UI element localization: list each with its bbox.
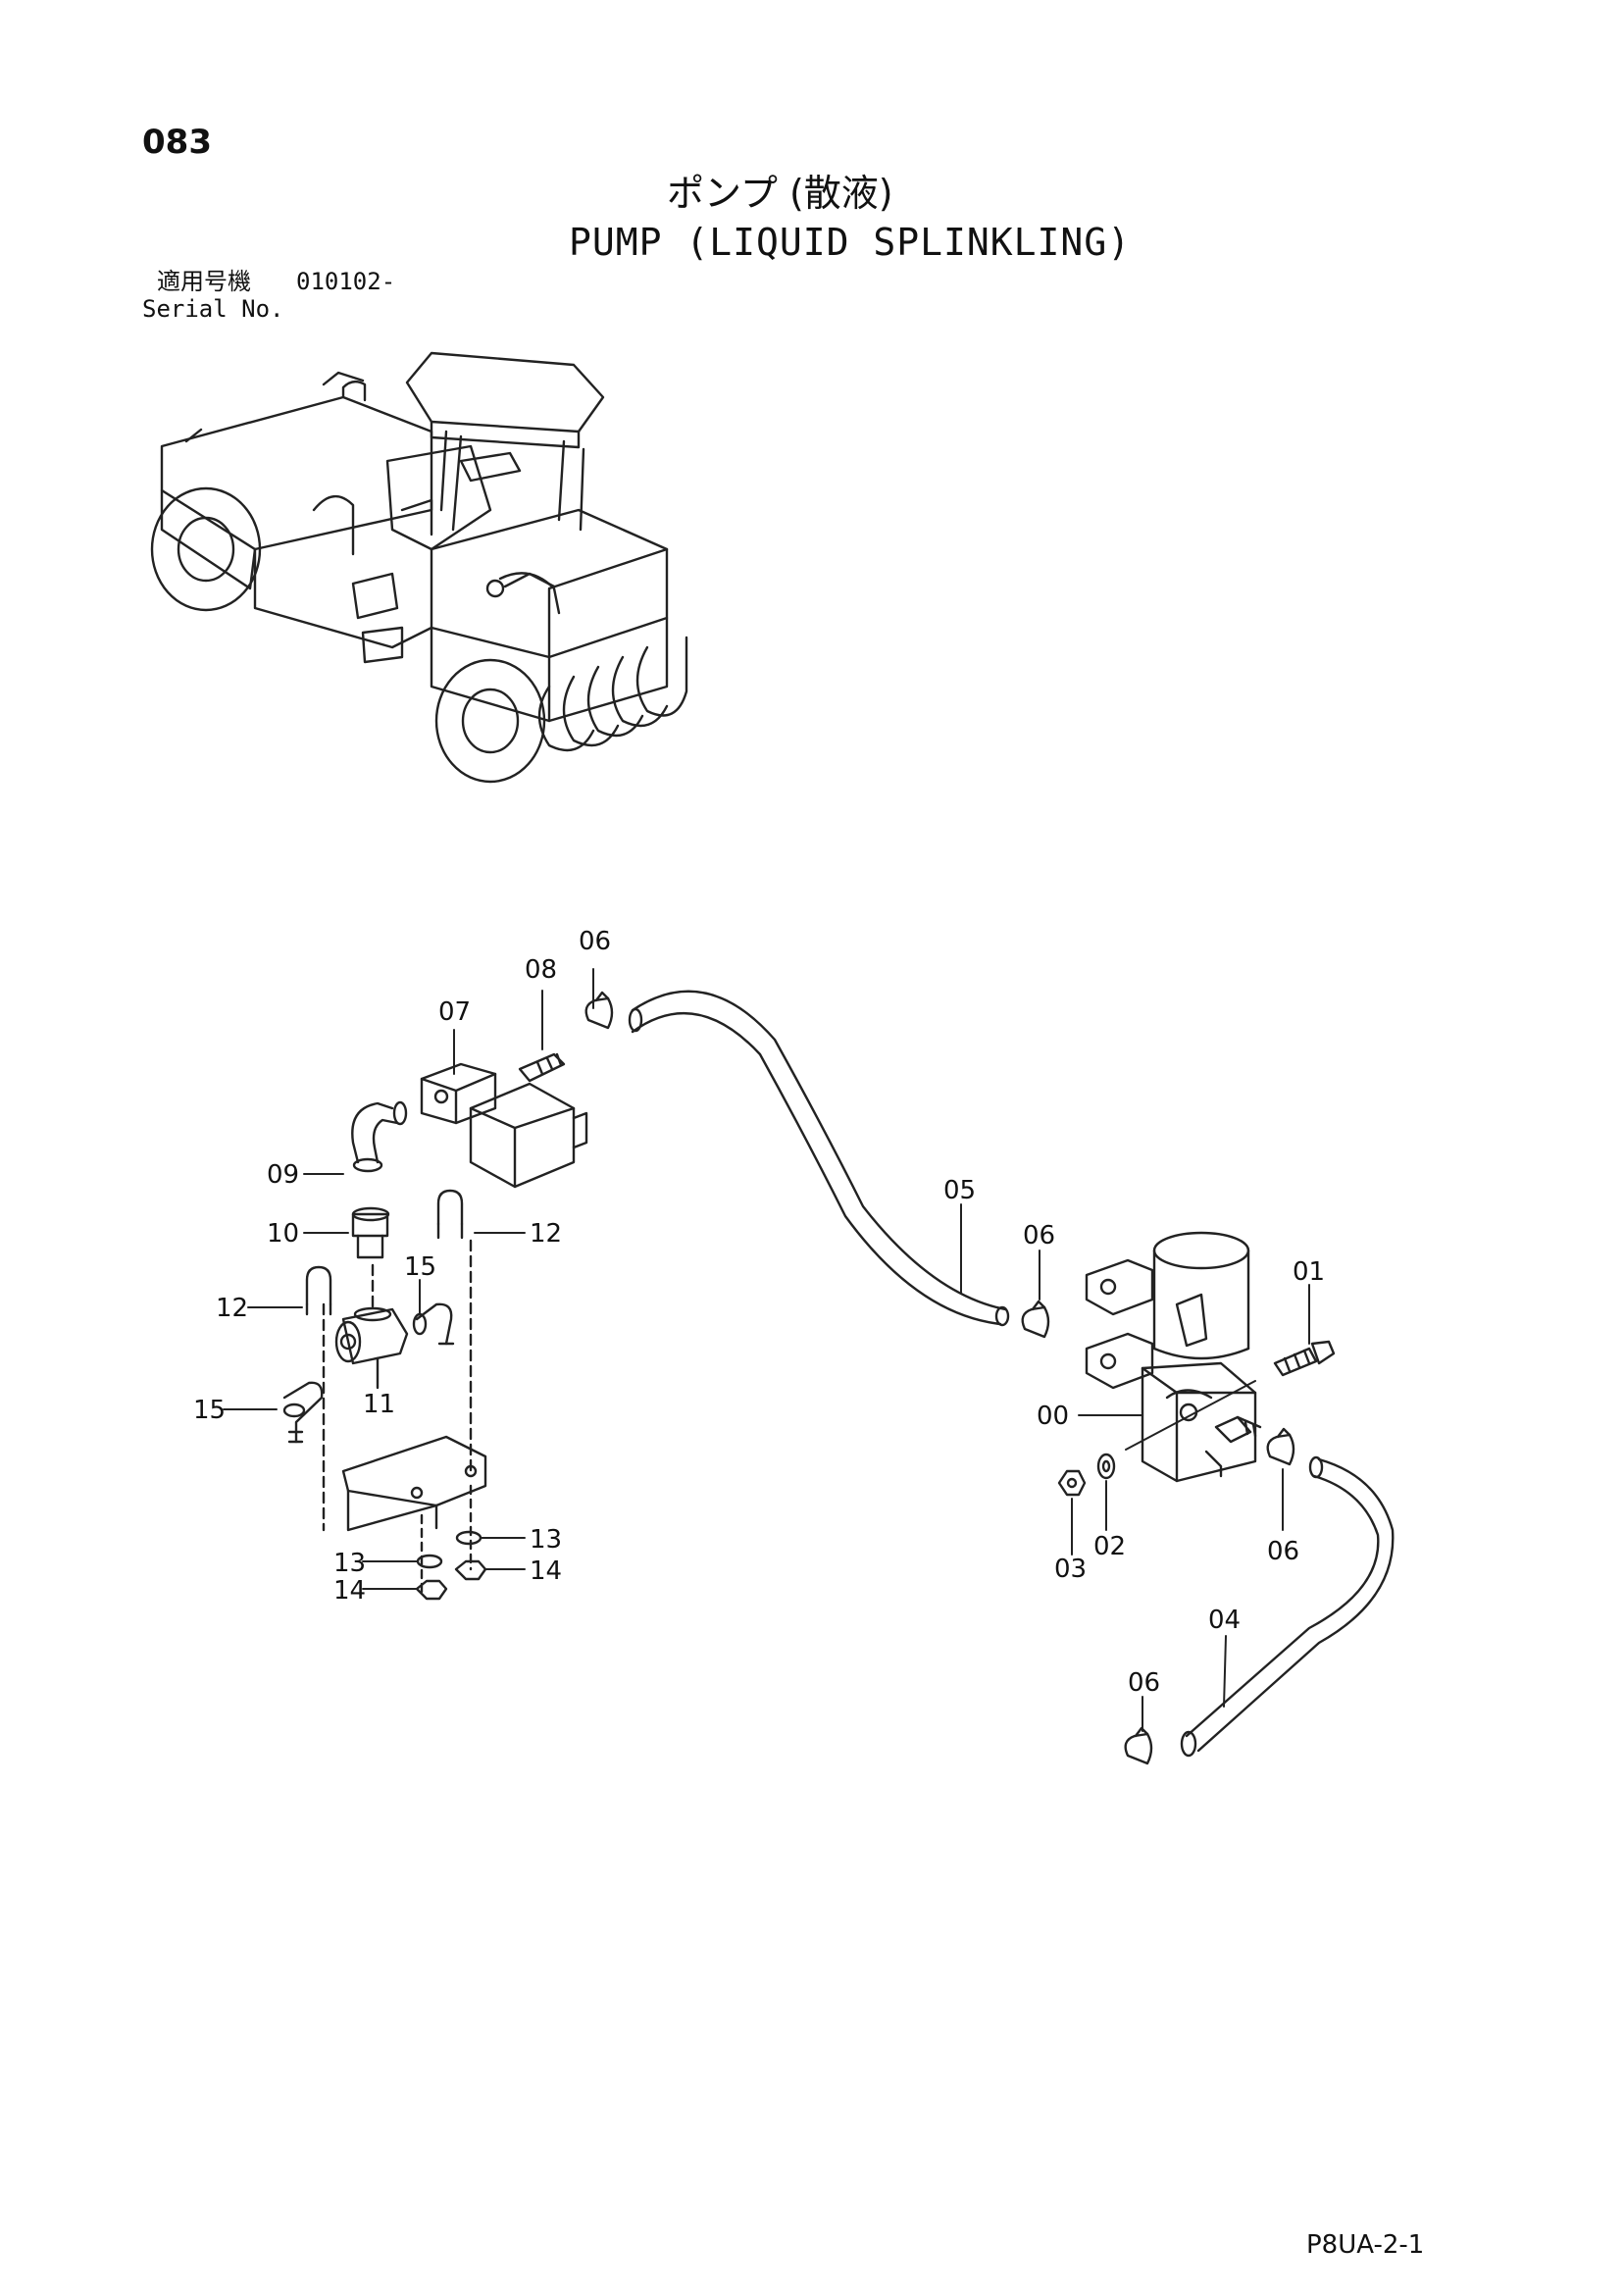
callout-09: 09 [267,1160,299,1190]
callout-02: 02 [1093,1532,1126,1561]
callout-labels: 06 08 07 09 10 12 15 12 11 15 13 13 14 1… [193,927,1325,1698]
callout-03: 03 [1054,1555,1087,1584]
callout-06-top: 06 [579,927,611,956]
callout-06-mid: 06 [1023,1221,1055,1250]
callout-10: 10 [267,1219,299,1249]
machine-illustration [150,351,688,784]
callout-15-lower: 15 [193,1396,226,1425]
callout-06-bottom: 06 [1128,1668,1160,1698]
drawing-code: P8UA-2-1 [1306,2230,1425,2260]
serial-label-japanese: 適用号機 [157,268,251,295]
callout-13-right: 13 [530,1525,562,1555]
page-number: 083 [142,123,212,162]
callout-01: 01 [1293,1257,1325,1287]
leader-lines [223,968,1310,1732]
valve-assembly [282,1052,588,1601]
title-japanese: ポンプ (散液) [667,172,893,215]
callout-12-left: 12 [216,1294,248,1323]
callout-11: 11 [363,1390,395,1419]
callout-14-right: 14 [530,1556,562,1586]
callout-07: 07 [438,997,471,1027]
callout-05: 05 [943,1176,976,1205]
serial-label-english: Serial No. [142,295,284,323]
callout-06-right: 06 [1267,1537,1299,1566]
callout-12-right: 12 [530,1219,562,1249]
hose-assembly [584,990,1395,1765]
callout-13-left: 13 [333,1549,366,1578]
title-english: PUMP (LIQUID SPLINKLING) [569,221,1132,264]
serial-value: 010102- [296,268,396,295]
callout-04: 04 [1208,1606,1241,1635]
callout-08: 08 [525,955,557,985]
pump-assembly [1057,1231,1336,1497]
callout-00: 00 [1037,1402,1069,1431]
callout-15-upper: 15 [404,1252,436,1282]
callout-14-left: 14 [333,1576,366,1606]
